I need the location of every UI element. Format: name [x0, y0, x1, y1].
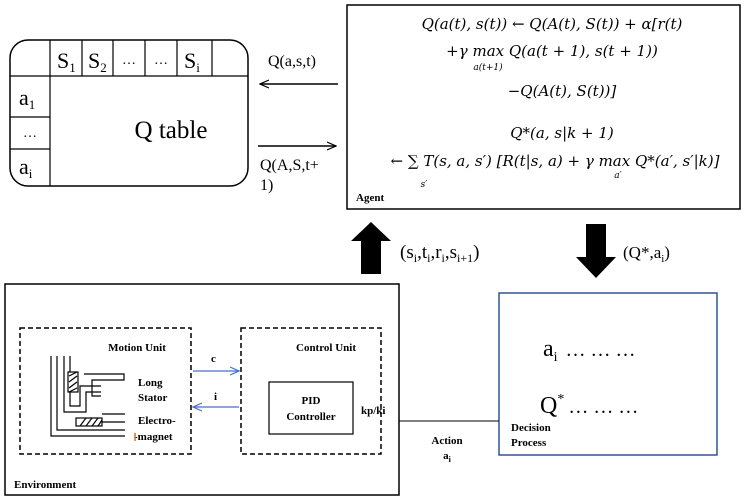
agent-eq1-line2: +γ max Q(a(t + 1), s(t + 1)) [446, 42, 658, 60]
table-agent-arrows: Q(a,s,t) Q(A,S,t+ 1) [258, 53, 338, 194]
control-unit-frame [240, 327, 382, 455]
motion-unit-frame [19, 327, 192, 455]
label-agent-to-decision: (Q*,ai) [623, 243, 670, 265]
label-long: Long [138, 377, 163, 389]
pid-controller-box [268, 381, 354, 435]
state-header-i: Si [184, 48, 200, 75]
agent-box: Q(a(t), s(t)) ← Q(A(t), S(t)) + α[r(t) +… [346, 4, 741, 210]
decision-frame [498, 292, 718, 456]
decision-process-box: ai… … … Q*… … … Decision Process [498, 292, 718, 456]
label-action: Action [431, 435, 462, 447]
state-header-2: S2 [88, 48, 107, 75]
environment-label: Environment [14, 479, 76, 491]
label-table-to-agent-1: Q(A,S,t+ [260, 157, 319, 174]
environment-box: Environment Motion Unit Long Stator Elec… [4, 283, 400, 496]
control-unit-label: Control Unit [296, 342, 356, 354]
agent-eq2-line1: Q*(a, s|k + 1) [510, 124, 614, 142]
action-row-i: ai [19, 154, 33, 181]
q-table-title: Q table [135, 117, 208, 144]
label-agent-to-table: Q(a,s,t) [268, 53, 316, 70]
decision-label-1: Decision [511, 422, 551, 434]
up-arrow-icon [351, 222, 391, 274]
action-row-ellipsis: … [23, 126, 37, 141]
agent-label: Agent [356, 192, 384, 204]
agent-eq1-line3: −Q(A(t), S(t))] [508, 82, 617, 100]
label-signal-i: i [214, 391, 217, 403]
agent-eq1-max-subscript: a(t+1) [473, 62, 503, 73]
agent-eq2-max-subscript: a′ [614, 171, 621, 181]
label-action-symbol: ai [443, 450, 452, 464]
label-electro: Electro- [138, 415, 176, 427]
label-magnet: -magnet [134, 431, 173, 443]
label-table-to-agent-2: 1) [260, 177, 273, 194]
action-row-1: a1 [19, 85, 35, 112]
agent-frame [346, 4, 741, 210]
agent-eq2-line2: ← ∑ T(s, a, s′) [R(t|s, a) + γ max Q*(a′… [391, 152, 720, 170]
label-env-to-agent: (si,ti,ri,si+1) [400, 242, 479, 265]
motion-unit-label: Motion Unit [108, 342, 166, 354]
maglev-diagram [50, 356, 125, 437]
decision-row-q: Q*… … … [540, 392, 638, 419]
block-arrow-up [351, 222, 391, 274]
q-table: S1 S2 … … Si a1 … ai Q table [9, 39, 249, 187]
decision-label-2: Process [511, 437, 547, 449]
pid-label-1: PID [302, 395, 321, 407]
state-header-ellipsis-1: … [122, 53, 136, 68]
state-header-1: S1 [57, 48, 76, 75]
state-header-ellipsis-2: … [154, 53, 168, 68]
decision-row-actions: ai… … … [543, 336, 636, 365]
label-stator: Stator [138, 392, 167, 404]
label-kp-ki: kp/ki [361, 405, 385, 417]
agent-eq2-sum-subscript: s′ [421, 180, 428, 190]
down-arrow-icon [576, 224, 616, 278]
agent-eq1-line1: Q(a(t), s(t)) ← Q(A(t), S(t)) + α[r(t) [422, 15, 683, 33]
label-signal-c: c [211, 353, 216, 365]
block-arrow-down [576, 224, 616, 278]
pid-label-2: Controller [286, 411, 335, 423]
